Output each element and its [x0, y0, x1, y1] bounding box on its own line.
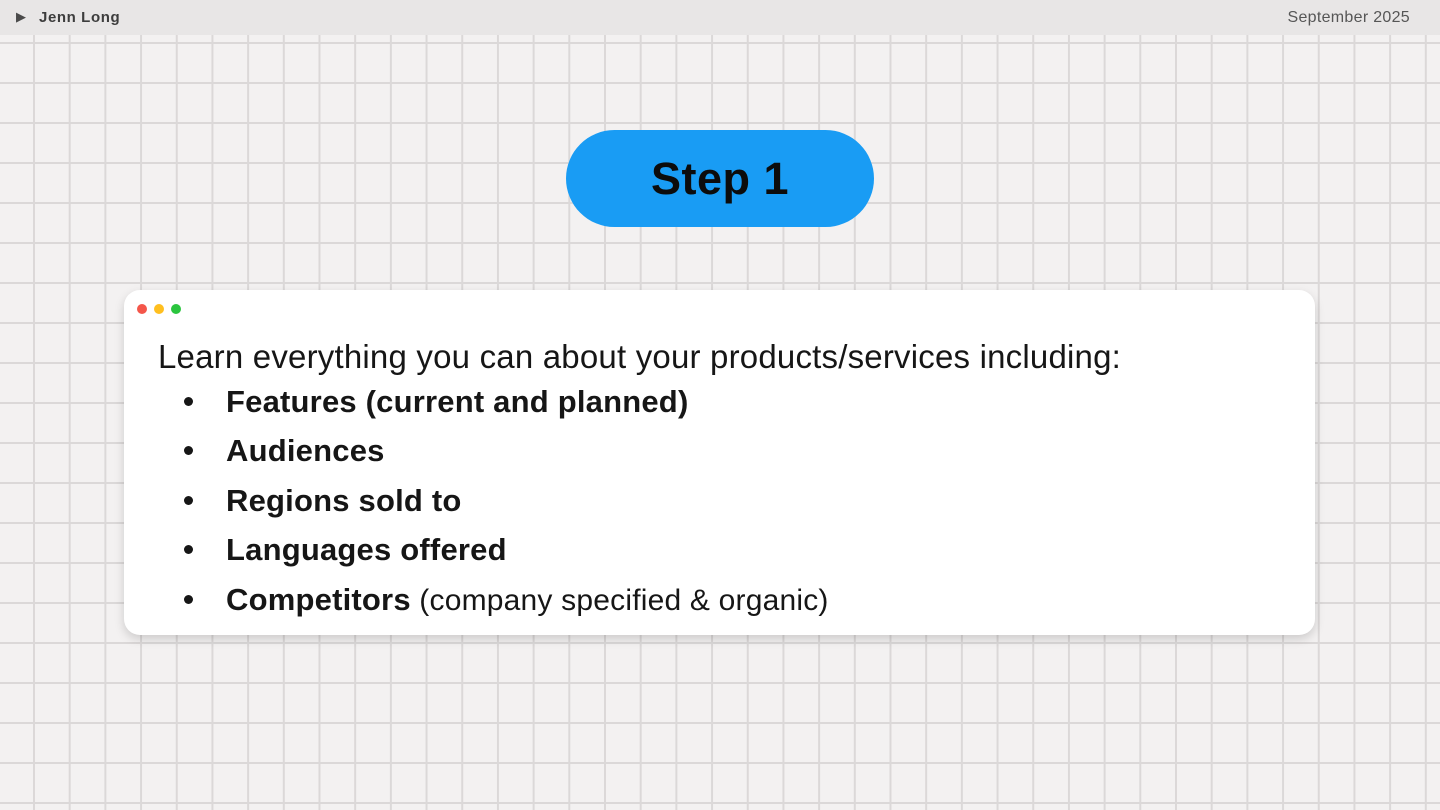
bullet-text: Features (current and planned) — [226, 383, 689, 419]
bullet-icon — [184, 594, 193, 604]
play-icon[interactable]: ▶ — [16, 9, 26, 24]
bullet-icon — [184, 446, 193, 455]
list-item: Regions sold to — [158, 479, 1287, 529]
green-dot — [171, 304, 181, 314]
content-card[interactable]: Learn everything you can about your prod… — [124, 290, 1315, 635]
author-name: Jenn Long — [39, 9, 121, 26]
date-label: September 2025 — [1287, 8, 1410, 26]
red-dot — [137, 304, 147, 314]
bullet-list: Features (current and planned) Audiences… — [158, 380, 1287, 628]
bullet-text: Audiences — [226, 433, 385, 468]
list-item: Competitors (company specified & organic… — [158, 578, 1287, 628]
bullet-text: Regions sold to — [226, 482, 462, 518]
bullet-suffix: (company specified & organic) — [410, 583, 829, 617]
list-item: Features (current and planned) — [158, 380, 1287, 430]
intro-text: Learn everything you can about your prod… — [158, 338, 1122, 375]
top-bar: ▶ Jenn Long September 2025 — [0, 0, 1440, 35]
bullet-icon — [184, 495, 193, 505]
yellow-dot — [154, 304, 164, 314]
bullet-icon — [184, 545, 193, 554]
window-controls — [137, 304, 181, 314]
bullet-icon — [184, 396, 193, 406]
bullet-text: Competitors — [226, 581, 411, 617]
list-item: Languages offered — [158, 528, 1287, 578]
list-item: Audiences — [158, 429, 1287, 479]
step-badge[interactable]: Step 1 — [566, 130, 874, 227]
card-content: Learn everything you can about your prod… — [158, 335, 1287, 627]
bullet-text: Languages offered — [226, 532, 507, 567]
step-badge-label: Step 1 — [650, 152, 790, 204]
